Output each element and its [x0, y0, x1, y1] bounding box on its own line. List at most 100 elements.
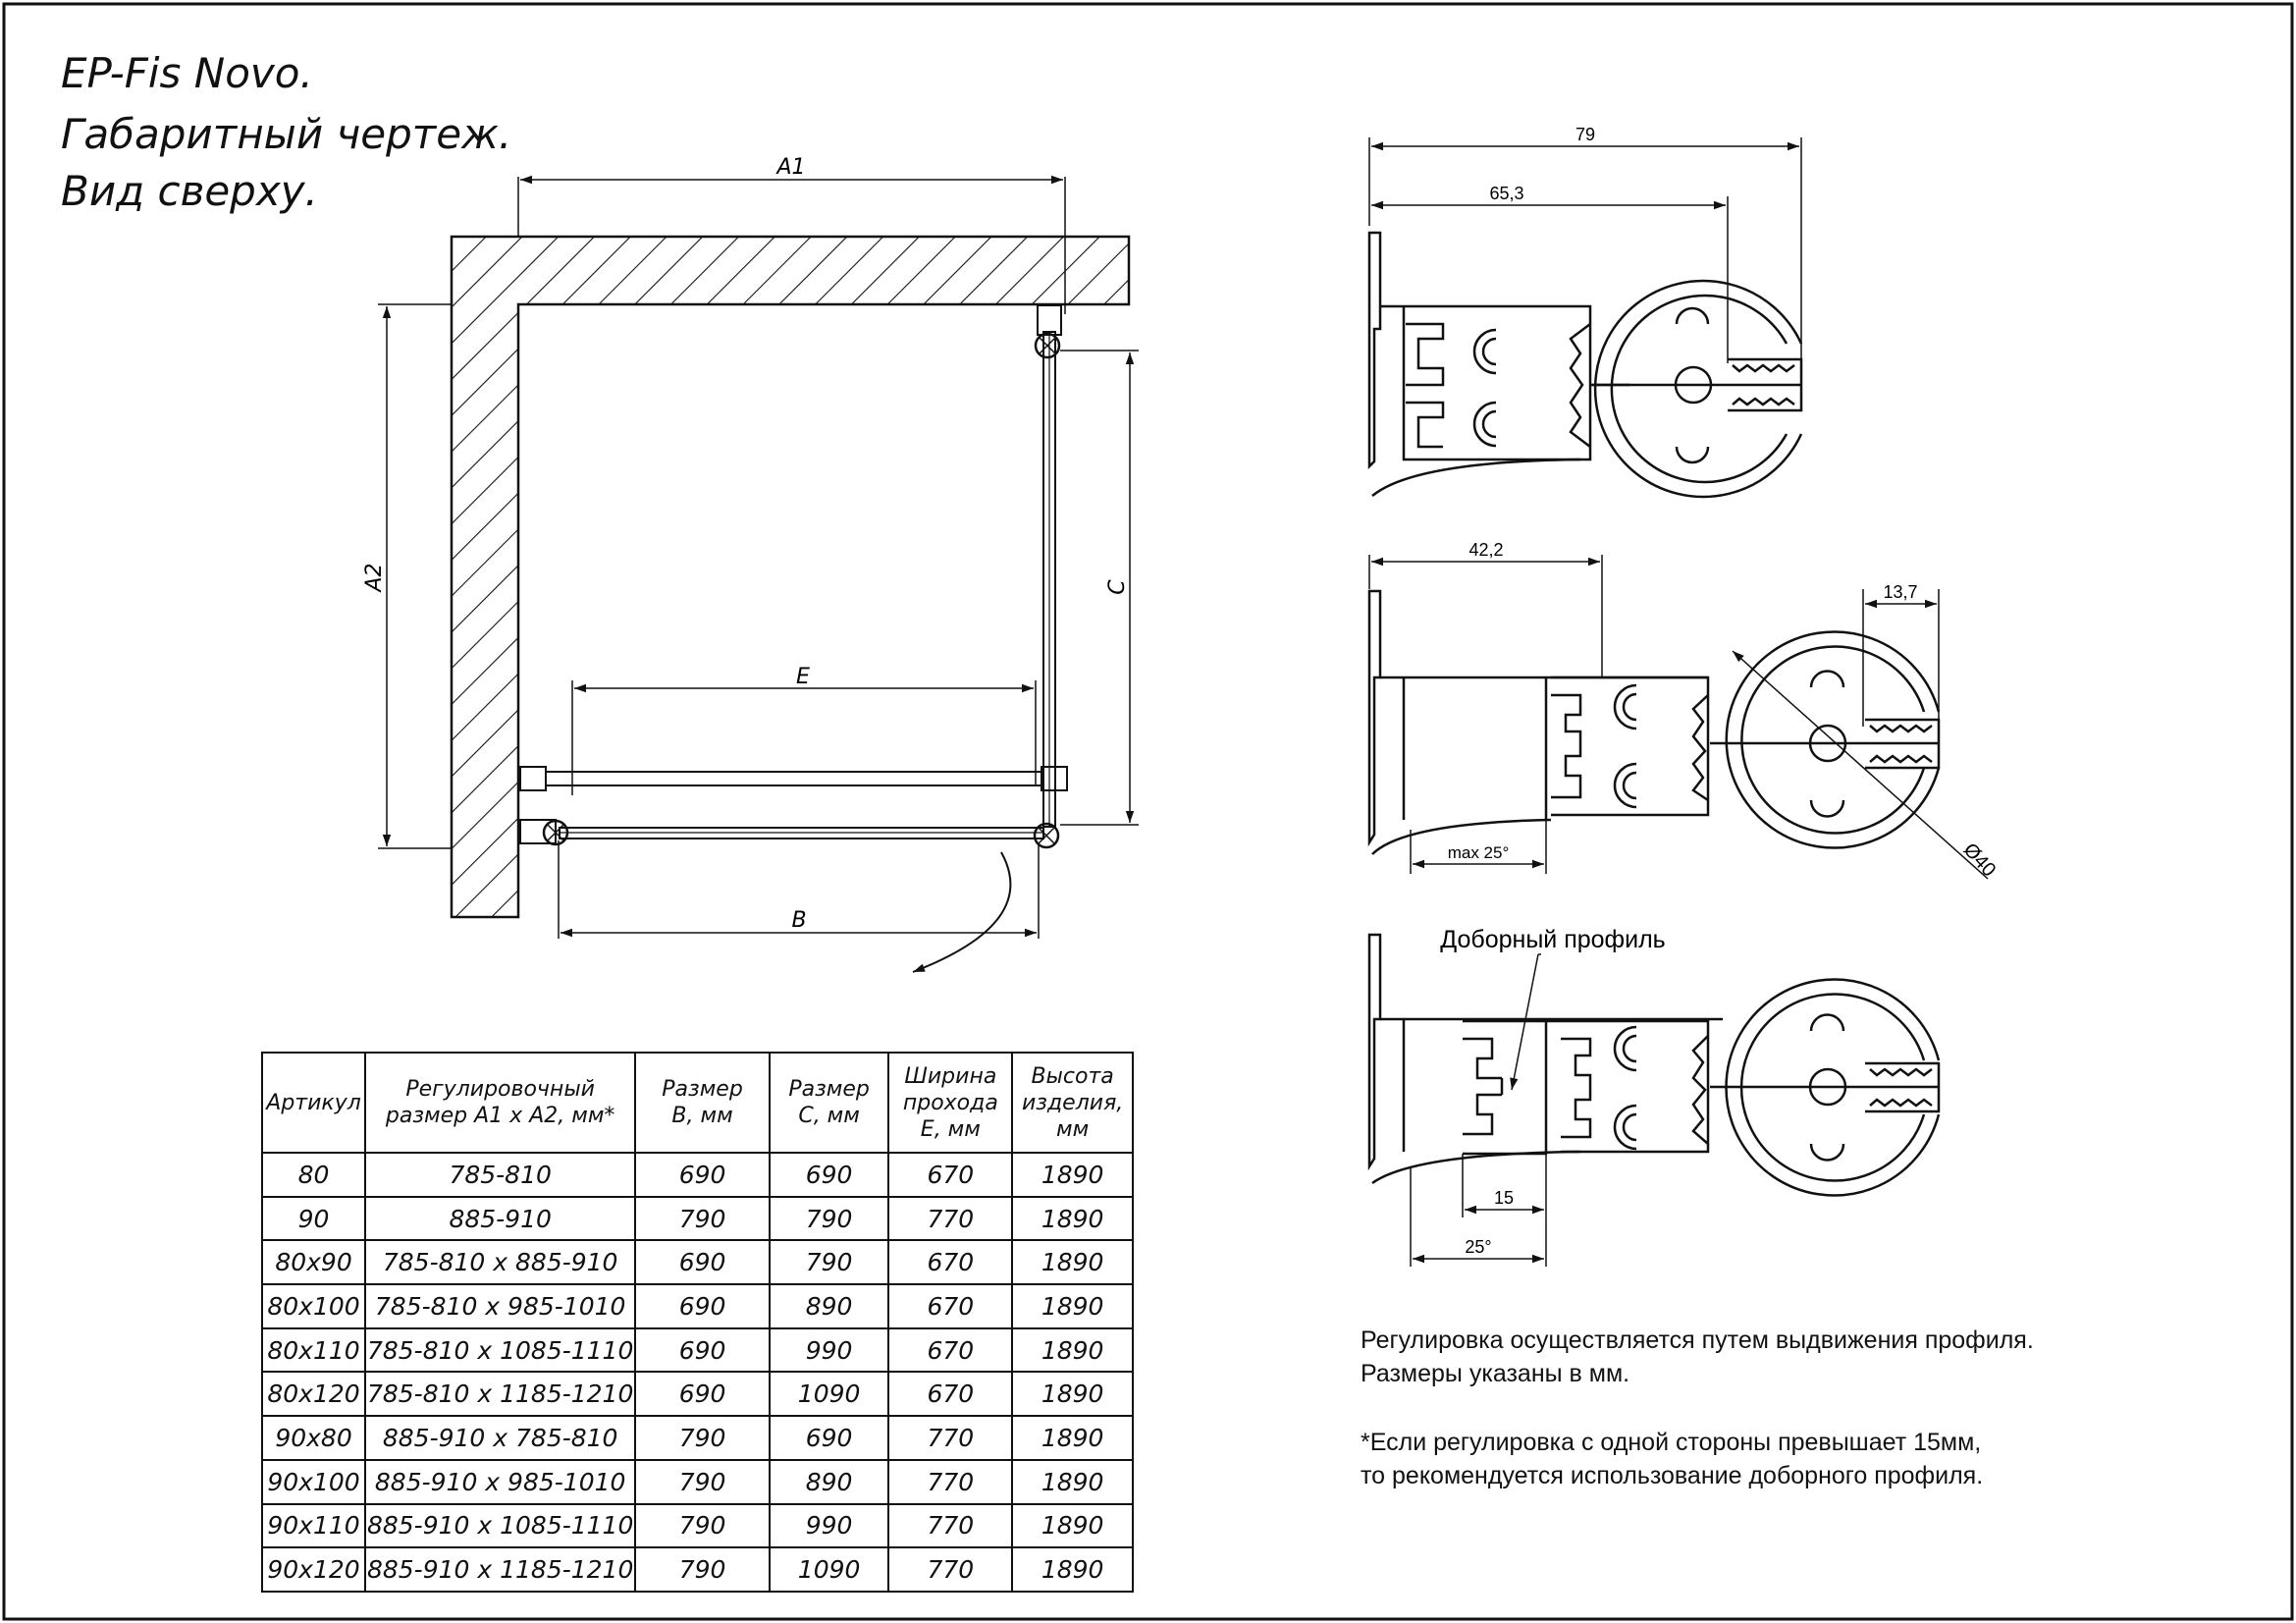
table-cell: 1890 [1011, 1458, 1134, 1505]
table-header-text: мм [1056, 1116, 1090, 1142]
table-header-cell: Артикул [260, 1052, 367, 1154]
table-cell: 890 [768, 1458, 890, 1505]
title-view: Вид сверху. [61, 167, 318, 215]
profile-section-1 [1367, 231, 1803, 499]
table-cell: 790 [768, 1239, 890, 1286]
dim-13-7: 13,7 [1883, 582, 1917, 602]
table-header-text: B, мм [671, 1104, 733, 1128]
table-cell: 790 [768, 1195, 890, 1242]
table-header-text: Регулировочный [405, 1077, 595, 1102]
table-cell: 990 [768, 1502, 890, 1549]
table-cell: 785-810 x 1085-1110 [364, 1326, 637, 1374]
table-cell: 80x110 [260, 1326, 367, 1374]
plan-view: A1 A2 C E B [362, 155, 1139, 973]
table-header-text: прохода [902, 1090, 998, 1115]
table-header-text: Размер [662, 1077, 743, 1102]
dim-15: 15 [1494, 1188, 1514, 1208]
table-cell: 1090 [768, 1371, 890, 1418]
wall-hatched [450, 235, 1131, 919]
profile-section-3 [1367, 933, 1941, 1197]
table-cell: 670 [887, 1371, 1014, 1418]
table-cell: 670 [887, 1326, 1014, 1374]
table-cell: 1890 [1011, 1152, 1134, 1198]
table-cell: 770 [887, 1415, 1014, 1461]
table-cell: 885-910 x 985-1010 [364, 1458, 637, 1505]
table-cell: 1890 [1011, 1239, 1134, 1286]
table-cell: 885-910 x 1185-1210 [364, 1546, 637, 1593]
table-header-text: Размер [788, 1077, 870, 1102]
table-cell: 90x80 [260, 1415, 367, 1461]
dim-b-label: B [791, 908, 806, 933]
dim-diameter-40: Ø40 [1959, 839, 2001, 882]
table-cell: 770 [887, 1502, 1014, 1549]
profile-3-dims: Доборный профиль 15 25° [1410, 926, 1666, 1267]
title-drawing-type: Габаритный чертеж. [61, 110, 512, 158]
dim-max-25: max 25° [1448, 843, 1510, 862]
note-units: Размеры указаны в мм. [1361, 1360, 1630, 1387]
table-cell: 690 [634, 1371, 771, 1418]
title-product: EP-Fis Novo. [61, 49, 313, 97]
note-adjustment: Регулировка осуществляется путем выдвиже… [1361, 1326, 2034, 1354]
table-cell: 1890 [1011, 1415, 1134, 1461]
table-cell: 690 [634, 1239, 771, 1286]
table-cell: 990 [768, 1326, 890, 1374]
table-cell: 885-910 [364, 1195, 637, 1242]
table-cell: 670 [887, 1152, 1014, 1198]
table-cell: 90x100 [260, 1458, 367, 1505]
table-cell: 690 [768, 1152, 890, 1198]
table-cell: 785-810 [364, 1152, 637, 1198]
table-header-text: Ширина [904, 1063, 997, 1089]
table-cell: 790 [634, 1502, 771, 1549]
table-cell: 690 [634, 1326, 771, 1374]
hinge-corner [1033, 822, 1060, 849]
dim-a1-label: A1 [774, 155, 805, 180]
table-cell: 770 [887, 1546, 1014, 1593]
profile-section-2 [1367, 589, 1941, 855]
profile-1-dims: 79 65,3 [1368, 125, 1802, 363]
hinge-left [542, 819, 569, 846]
filler-profile-label: Доборный профиль [1440, 926, 1665, 953]
profile-2-dims: 42,2 13,7 Ø40 max 25° [1368, 540, 2001, 882]
table-cell: 1890 [1011, 1326, 1134, 1374]
dim-79: 79 [1575, 125, 1595, 144]
table-cell: 770 [887, 1458, 1014, 1505]
table-header-text: Артикул [266, 1090, 361, 1115]
table-header-text: размер А1 х А2, мм* [385, 1104, 615, 1128]
table-cell: 785-810 x 985-1010 [364, 1283, 637, 1329]
dim-25: 25° [1465, 1237, 1491, 1257]
table-cell: 1090 [768, 1546, 890, 1593]
door-swing-arc [912, 851, 1012, 973]
table-cell: 90x120 [260, 1546, 367, 1593]
table-cell: 790 [634, 1458, 771, 1505]
table-cell: 90 [260, 1195, 367, 1242]
table-cell: 690 [768, 1415, 890, 1461]
table-header-text: Е, мм [920, 1116, 981, 1142]
table-cell: 80x90 [260, 1239, 367, 1286]
table-cell: 1890 [1011, 1546, 1134, 1593]
hinge-top [1034, 332, 1061, 359]
dim-c-label: C [1105, 579, 1130, 595]
table-cell: 885-910 x 785-810 [364, 1415, 637, 1461]
dim-42-2: 42,2 [1468, 540, 1503, 560]
table-cell: 1890 [1011, 1283, 1134, 1329]
table-header-text: С, мм [798, 1104, 860, 1128]
table-cell: 80x120 [260, 1371, 367, 1418]
table-cell: 1890 [1011, 1502, 1134, 1549]
table-cell: 885-910 x 1085-1110 [364, 1502, 637, 1549]
table-cell: 1890 [1011, 1371, 1134, 1418]
table-cell: 790 [634, 1546, 771, 1593]
